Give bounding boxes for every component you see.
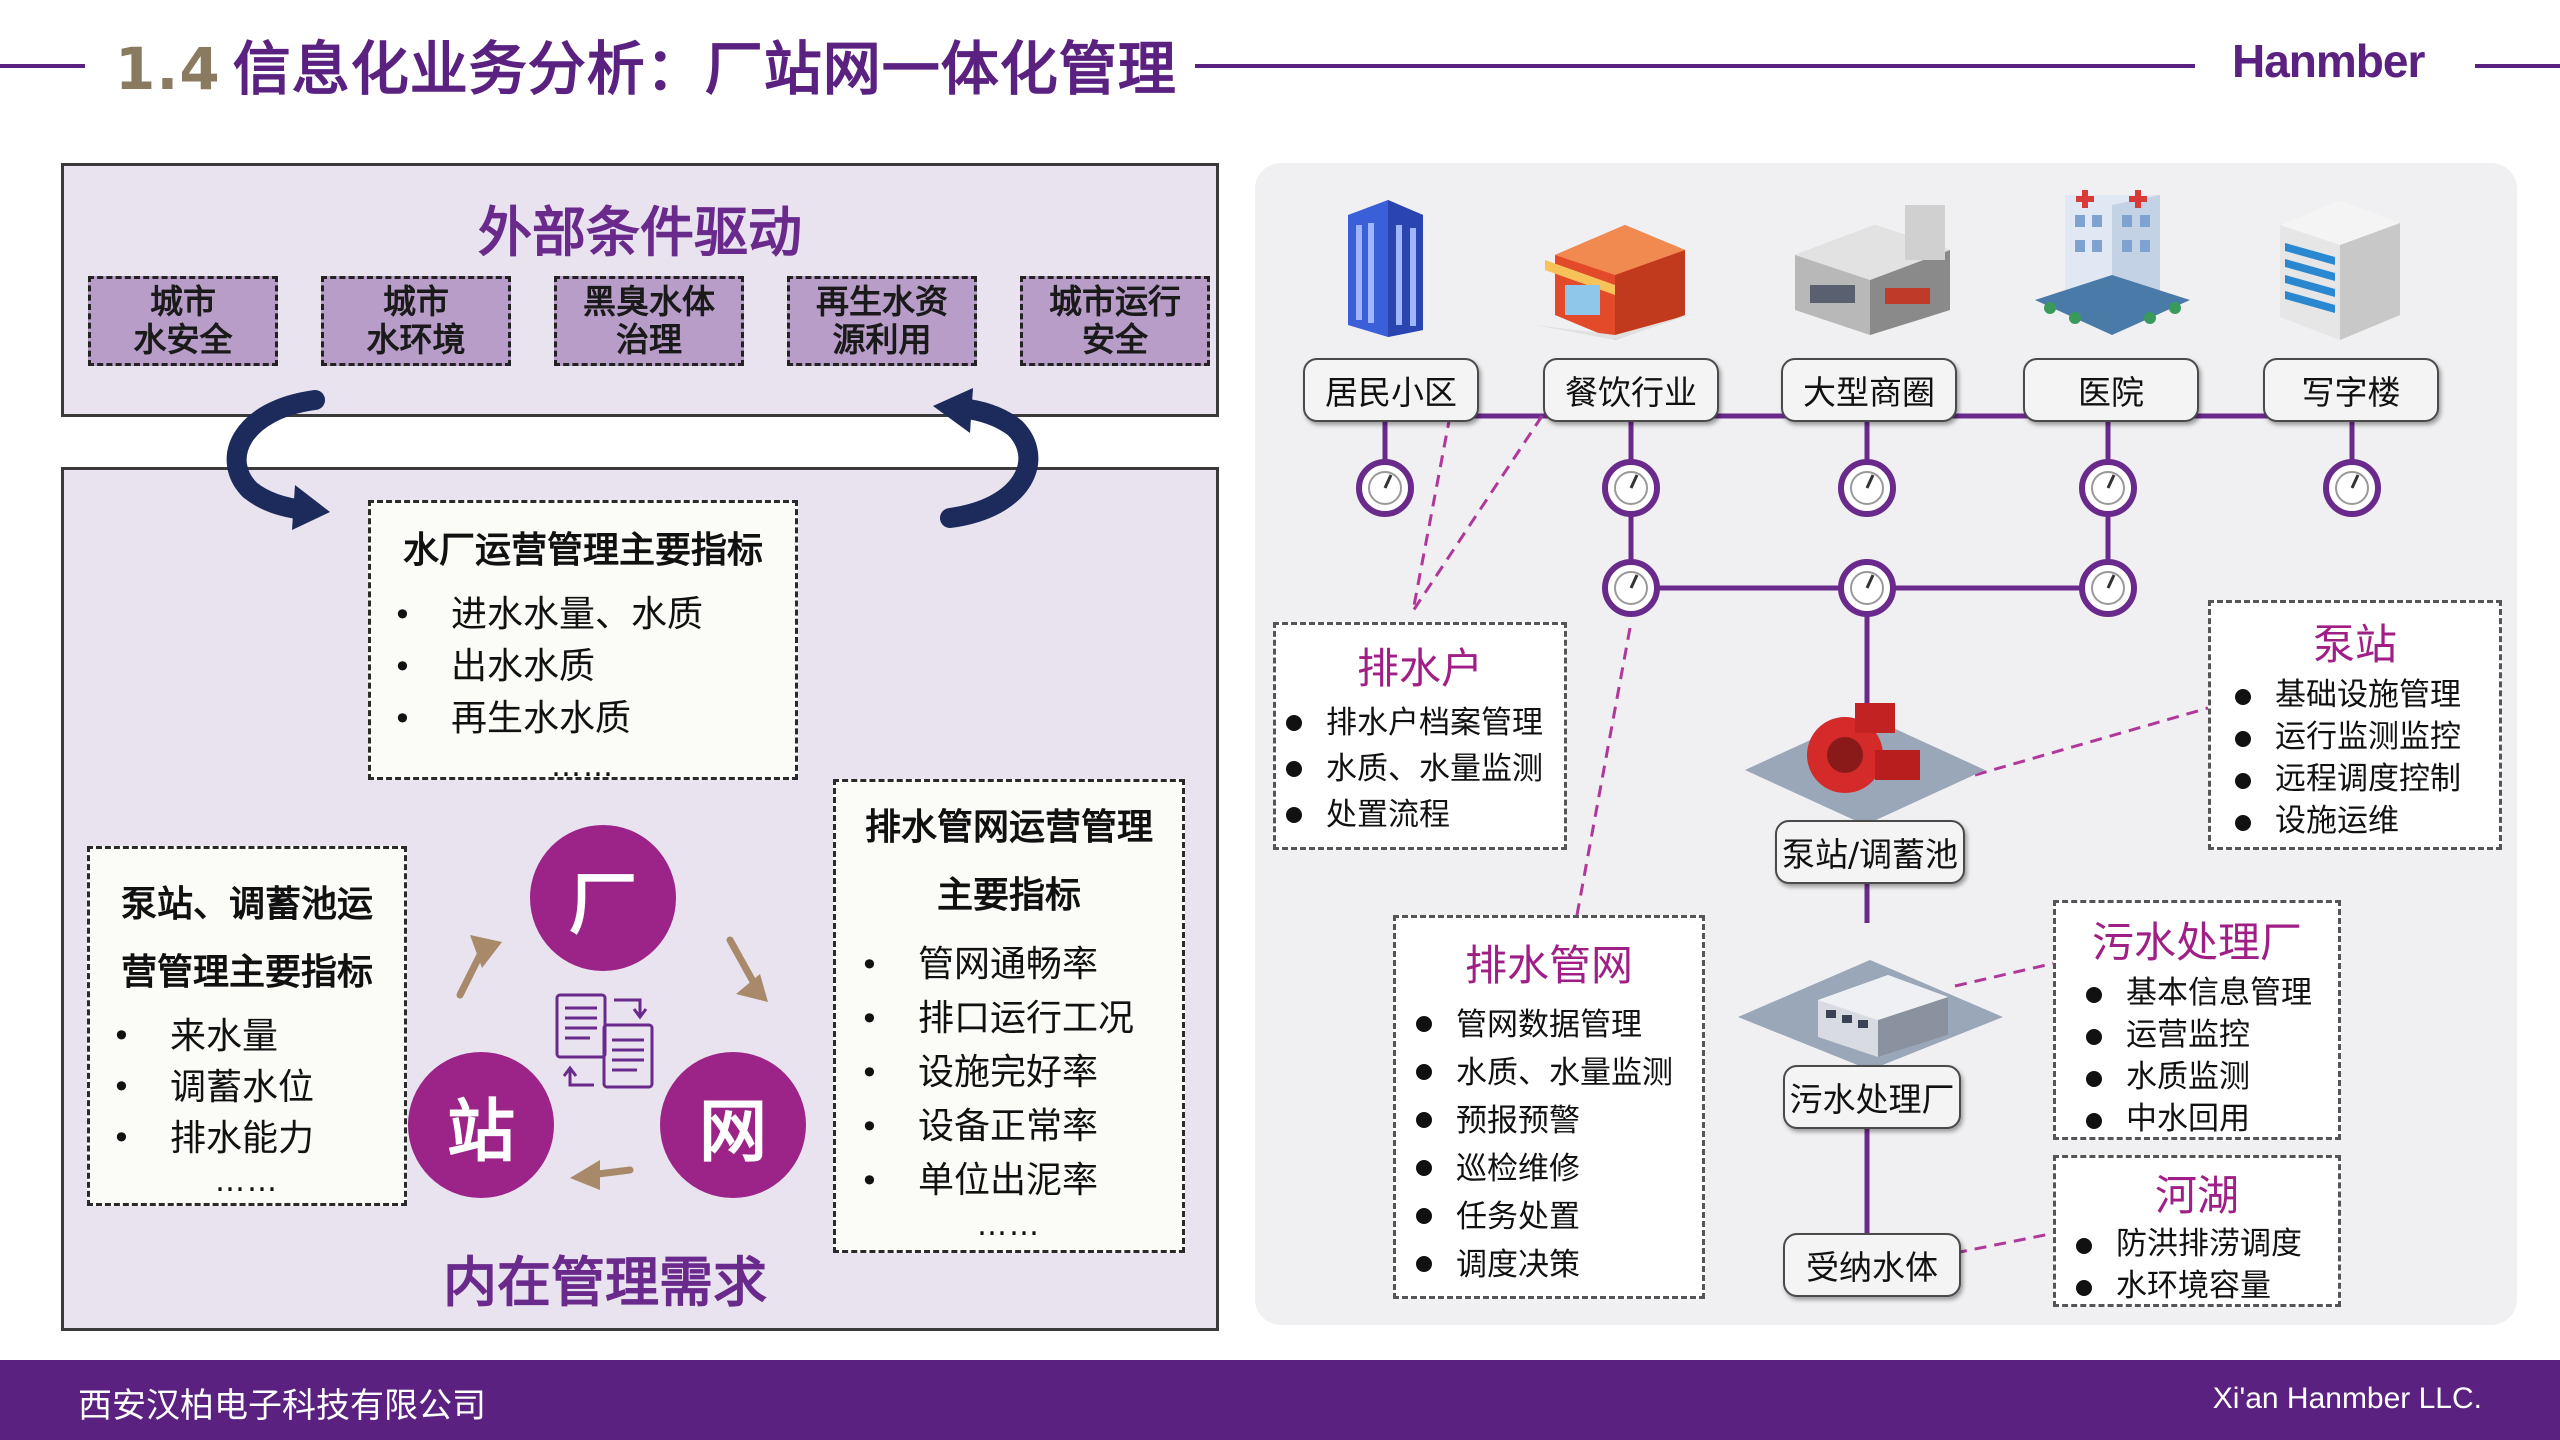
footer-company-name: 西安汉柏电子科技有限公司 — [78, 1386, 486, 1426]
pump-indicators-title: 泵站、调蓄池运 营管理主要指标 — [120, 884, 373, 993]
list-item: 排水能力 — [112, 1113, 404, 1164]
gauge-icon — [1602, 459, 1660, 517]
factor-water-safety: 城市水安全 — [88, 276, 278, 366]
list-item: 出水水质 — [393, 641, 795, 693]
footer-company-english: Xi'an Hanmber LLC. — [2212, 1382, 2482, 1415]
node-office: 写字楼 — [2263, 358, 2439, 422]
list-item: 水质、水量监测 — [1286, 746, 1564, 792]
list-item: 设施完好率 — [860, 1046, 1182, 1100]
list-item: 运行监测监控 — [2235, 716, 2499, 758]
plant-indicators-title: 水厂运营管理主要指标 — [402, 530, 763, 571]
node-hospital: 医院 — [2023, 358, 2199, 422]
internal-needs-title: 内在管理需求 — [443, 1251, 767, 1314]
list-item: 排口运行工况 — [860, 992, 1182, 1046]
network-indicators-title: 排水管网运营管理 主要指标 — [864, 807, 1153, 916]
node-shopping-mall: 大型商圈 — [1781, 358, 1957, 422]
list-item: 处置流程 — [1286, 792, 1564, 838]
title-text: 信息化业务分析：厂站网一体化管理 — [232, 35, 1177, 103]
cycle-plant-circle: 厂 — [530, 825, 676, 971]
sewage-plant-title: 污水处理厂 — [2091, 918, 2302, 967]
gauge-icon — [1602, 559, 1660, 617]
list-item: 基本信息管理 — [2086, 972, 2338, 1014]
gauge-icon — [1356, 459, 1414, 517]
list-item: 水质、水量监测 — [1416, 1049, 1702, 1097]
restaurant-shop-icon — [1535, 225, 1695, 340]
node-restaurant: 餐饮行业 — [1543, 358, 1719, 422]
pump-station-info-box: 泵站 基础设施管理 运行监测监控 远程调度控制 设施运维 — [2208, 600, 2502, 850]
external-drivers-title: 外部条件驱动 — [478, 201, 802, 264]
network-indicators-box: 排水管网运营管理 主要指标 管网通畅率 排口运行工况 设施完好率 设备正常率 单… — [833, 779, 1185, 1253]
node-sewage-plant: 污水处理厂 — [1783, 1065, 1961, 1129]
header-line-right — [2475, 64, 2560, 68]
pump-station-title: 泵站 — [2312, 620, 2397, 669]
node-receiving-water: 受纳水体 — [1783, 1233, 1961, 1297]
factor-black-odorous-water: 黑臭水体治理 — [554, 276, 744, 366]
shopping-mall-icon — [1795, 205, 1950, 335]
sewage-plant-info-box: 污水处理厂 基本信息管理 运营监控 水质监测 中水回用 — [2053, 900, 2341, 1140]
list-item: 巡检维修 — [1416, 1145, 1702, 1193]
list-item: 运营监控 — [2086, 1014, 2338, 1056]
hospital-icon — [2035, 190, 2190, 335]
list-item: 设备正常率 — [860, 1100, 1182, 1154]
network-indicators-more: …… — [977, 1208, 1041, 1243]
list-item: 远程调度控制 — [2235, 758, 2499, 800]
pump-indicators-more: …… — [215, 1164, 279, 1199]
pump-station-icon — [1745, 703, 1985, 825]
cycle-station-circle: 站 — [408, 1052, 554, 1198]
title-number: 1.4 — [115, 35, 221, 103]
list-item: 单位出泥率 — [860, 1154, 1182, 1208]
list-item: 水质监测 — [2086, 1056, 2338, 1098]
list-item: 设施运维 — [2235, 800, 2499, 842]
factor-water-environment: 城市水环境 — [321, 276, 511, 366]
list-item: 基础设施管理 — [2235, 674, 2499, 716]
pump-indicators-box: 泵站、调蓄池运 营管理主要指标 来水量 调蓄水位 排水能力 …… — [87, 846, 407, 1206]
document-exchange-icon — [555, 993, 654, 1089]
factor-reclaimed-water: 再生水资源利用 — [787, 276, 977, 366]
plant-indicators-more: …… — [551, 749, 615, 784]
factor-city-operation-safety: 城市运行安全 — [1020, 276, 1210, 366]
list-item: 防洪排涝调度 — [2076, 1223, 2338, 1265]
brand-logo: Hanmber — [2232, 35, 2425, 87]
footer-bar: 西安汉柏电子科技有限公司 Xi'an Hanmber LLC. — [0, 1360, 2560, 1440]
list-item: 再生水水质 — [393, 693, 795, 745]
curved-arrow-left-icon — [226, 390, 330, 530]
gauge-icon — [2079, 459, 2137, 517]
drainer-title: 排水户 — [1356, 644, 1483, 693]
list-item: 任务处置 — [1416, 1193, 1702, 1241]
gauge-icon — [2323, 459, 2381, 517]
list-item: 管网通畅率 — [860, 938, 1182, 992]
gauge-icon — [1838, 459, 1896, 517]
list-item: 调度决策 — [1416, 1241, 1702, 1289]
river-lake-title: 河湖 — [2154, 1171, 2239, 1220]
pipe-network-info-box: 排水管网 管网数据管理 水质、水量监测 预报预警 巡检维修 任务处置 调度决策 — [1393, 915, 1705, 1299]
header-line-middle — [1195, 64, 2195, 68]
node-residential: 居民小区 — [1303, 358, 1479, 422]
list-item: 中水回用 — [2086, 1098, 2338, 1140]
cycle-arrow-icons — [456, 935, 768, 1190]
cycle-network-circle: 网 — [660, 1052, 806, 1198]
sewage-plant-icon — [1738, 960, 2003, 1070]
river-lake-info-box: 河湖 防洪排涝调度 水环境容量 — [2053, 1155, 2341, 1307]
office-building-icon — [2280, 200, 2400, 340]
list-item: 排水户档案管理 — [1286, 700, 1564, 746]
list-item: 调蓄水位 — [112, 1062, 404, 1113]
external-drivers-panel: 外部条件驱动 城市水安全 城市水环境 黑臭水体治理 再生水资源利用 城市运行安全 — [61, 163, 1219, 417]
gauge-icon — [1838, 559, 1896, 617]
list-item: 水环境容量 — [2076, 1265, 2338, 1307]
pipe-network-title: 排水管网 — [1464, 941, 1633, 990]
plant-indicators-box: 水厂运营管理主要指标 进水水量、水质 出水水质 再生水水质 …… — [368, 500, 798, 784]
drainer-info-box: 排水户 排水户档案管理 水质、水量监测 处置流程 — [1273, 622, 1567, 850]
header-line-left — [0, 64, 85, 68]
residential-building-icon — [1348, 200, 1423, 337]
list-item: 来水量 — [112, 1011, 404, 1062]
curved-arrow-right-icon — [933, 388, 1039, 528]
list-item: 预报预警 — [1416, 1097, 1702, 1145]
list-item: 管网数据管理 — [1416, 1001, 1702, 1049]
list-item: 进水水量、水质 — [393, 589, 795, 641]
gauge-icon — [2079, 559, 2137, 617]
node-pump-station: 泵站/调蓄池 — [1775, 820, 1965, 884]
